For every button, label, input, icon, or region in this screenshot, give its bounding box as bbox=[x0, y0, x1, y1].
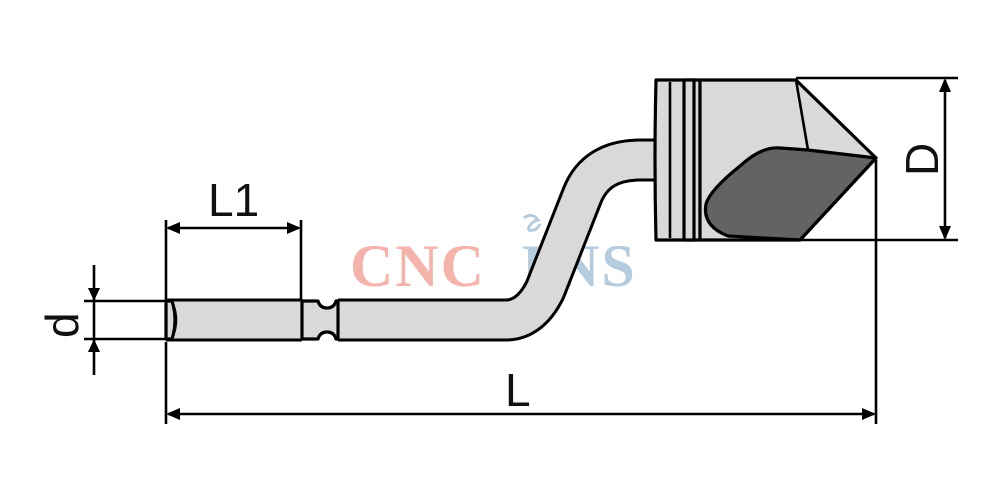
arrow-up-icon bbox=[88, 339, 100, 352]
shank-body-fill bbox=[166, 141, 660, 339]
label-d: d bbox=[36, 312, 88, 338]
dimension-d: d bbox=[36, 265, 166, 375]
shank-groove bbox=[300, 298, 340, 342]
arrow-left-icon bbox=[166, 222, 180, 234]
label-D: D bbox=[896, 143, 948, 176]
arrow-up-icon bbox=[939, 78, 951, 92]
watermark-text-cnc: CNC bbox=[350, 233, 486, 299]
label-L: L bbox=[505, 364, 531, 416]
dimension-L1: L1 bbox=[164, 174, 303, 300]
arrow-right-icon bbox=[862, 408, 876, 420]
arrow-right-icon bbox=[287, 222, 301, 234]
watermark: CNC I NS bbox=[350, 213, 635, 299]
label-L1: L1 bbox=[208, 174, 259, 226]
arrow-down-icon bbox=[939, 226, 951, 240]
dimension-D: D bbox=[796, 76, 958, 242]
cutting-insert bbox=[703, 146, 878, 242]
arrow-left-icon bbox=[166, 408, 180, 420]
shank-tip-line bbox=[170, 301, 178, 339]
head-ring-groove bbox=[682, 78, 696, 242]
arrow-down-icon bbox=[88, 288, 100, 301]
tool-shank bbox=[164, 138, 662, 342]
watermark-swirl-icon bbox=[523, 213, 542, 232]
dimension-L: L bbox=[164, 160, 878, 424]
tool-head bbox=[653, 78, 878, 242]
